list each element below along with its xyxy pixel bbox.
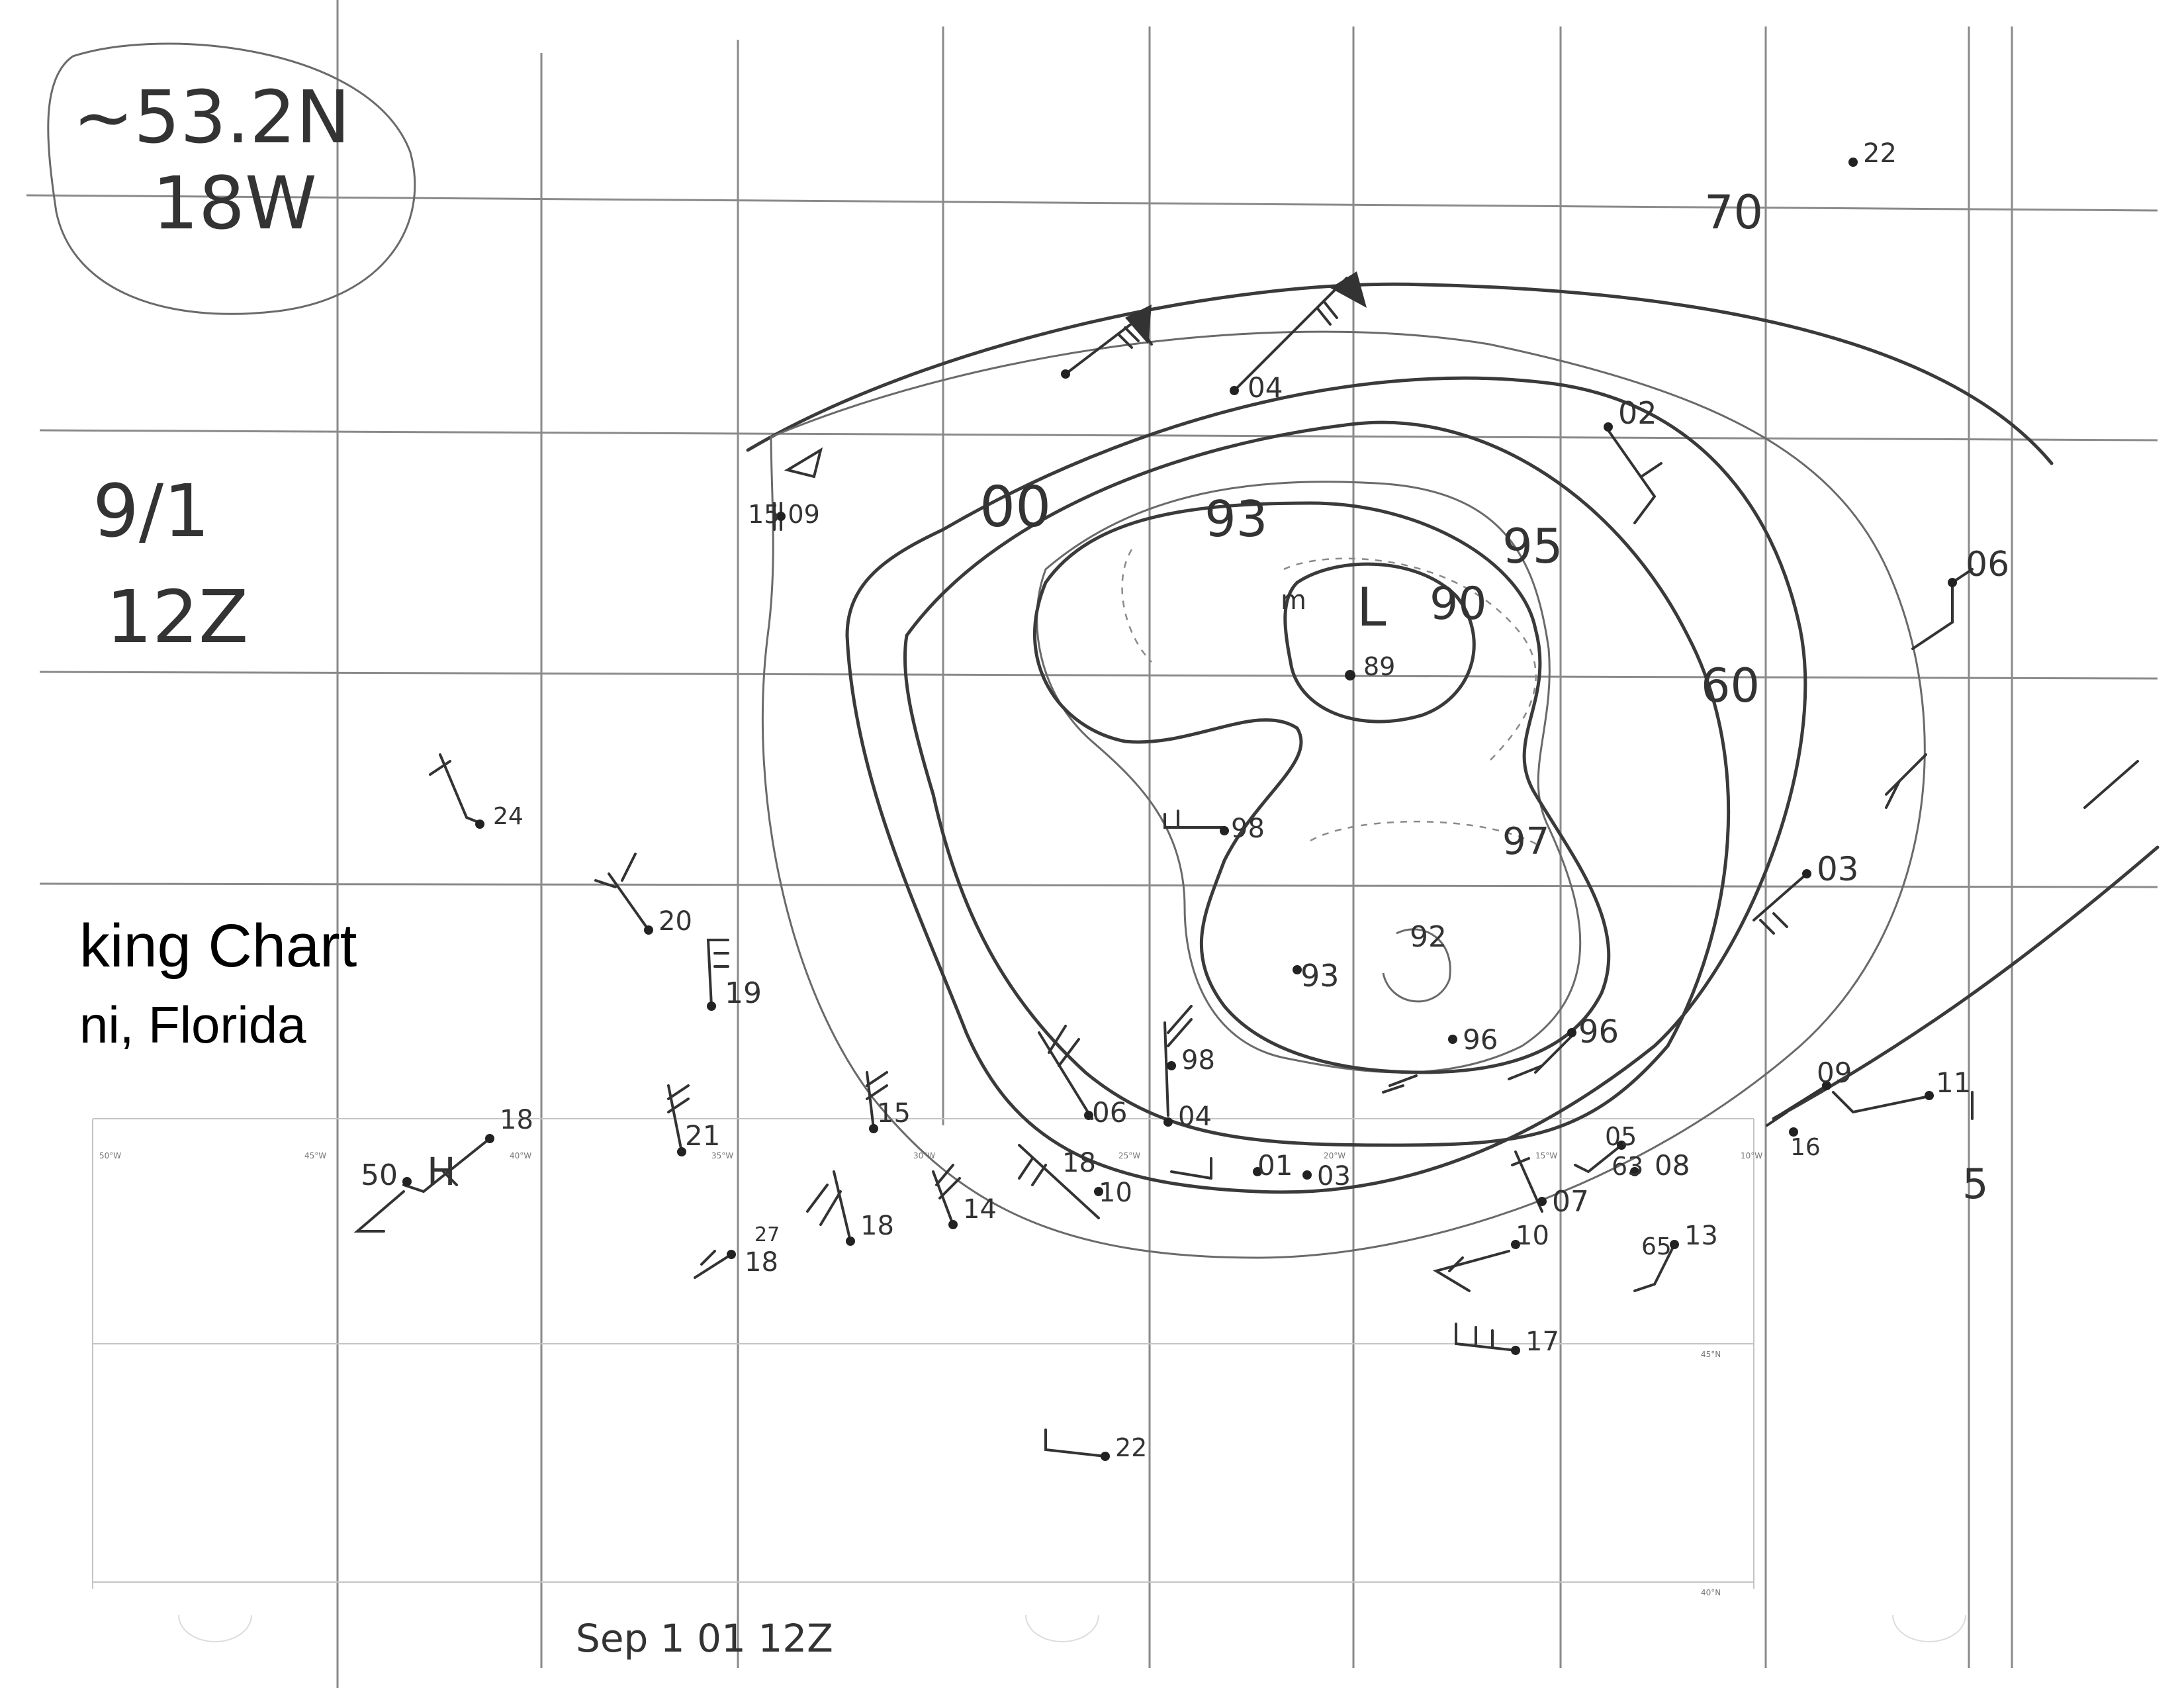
station-label: 02 xyxy=(1618,395,1657,431)
isobar-993 xyxy=(1036,481,1582,1074)
grid-label-5: 5 xyxy=(1962,1160,1988,1208)
svg-text:50°W: 50°W xyxy=(99,1151,121,1160)
station-label: 19 xyxy=(725,976,762,1010)
isobar-label-92: 92 xyxy=(1410,920,1447,954)
station-label: 22 xyxy=(1863,138,1897,169)
high-label: H xyxy=(427,1149,456,1194)
wind-barbs xyxy=(353,271,2139,1458)
station-label: 50 xyxy=(361,1158,398,1192)
isobar-1000 xyxy=(845,376,1807,1194)
station-label: 96 xyxy=(1463,1023,1498,1056)
isobar-996 xyxy=(903,420,1731,1147)
station-label: 63 xyxy=(1612,1152,1643,1181)
station-label: 21 xyxy=(685,1119,720,1152)
station-label: 10 xyxy=(1516,1221,1549,1251)
low-label: L xyxy=(1357,577,1387,638)
isobar-outer xyxy=(746,282,2054,465)
isobar-label-00: 00 xyxy=(979,475,1051,540)
lower-chart-grid xyxy=(92,1118,1754,1589)
station-label: 11 xyxy=(1936,1066,1971,1099)
station-label: 14 xyxy=(963,1194,997,1225)
barb-pennant-2 xyxy=(1330,271,1367,308)
station-label: 98 xyxy=(1181,1045,1215,1076)
isobar-label-93: 93 xyxy=(1205,490,1267,548)
grid-label-60: 60 xyxy=(1701,659,1760,713)
svg-text:45°N: 45°N xyxy=(1701,1350,1721,1359)
position-circle xyxy=(47,42,416,315)
chart-subtitle: ni, Florida xyxy=(79,996,306,1054)
binder-holes xyxy=(178,1615,1966,1642)
station-label: 01 xyxy=(1257,1149,1293,1182)
chart-title: king Chart xyxy=(79,912,357,980)
station-label: 18 xyxy=(500,1105,533,1135)
isobar-dashed-1 xyxy=(1283,557,1537,762)
station-label: 22 xyxy=(1115,1433,1147,1462)
date-line1: 9/1 xyxy=(93,469,210,553)
svg-text:45°W: 45°W xyxy=(304,1151,326,1160)
station-label: 96 xyxy=(1578,1013,1619,1051)
station-label: 15 09 xyxy=(748,500,820,529)
station-label: 15 xyxy=(877,1098,911,1129)
barb-pennant-1 xyxy=(1125,305,1152,344)
station-dots xyxy=(402,158,1957,1461)
svg-text:20°W: 20°W xyxy=(1324,1151,1345,1160)
station-label: 89 xyxy=(1363,652,1395,681)
station-label: 93 xyxy=(1300,958,1340,994)
station-label: 13 xyxy=(1684,1221,1718,1251)
station-label: 24 xyxy=(493,803,523,830)
station-labels: 22 04 02 15 09 06 89 24 98 20 03 19 93 9… xyxy=(361,138,2009,1462)
station-label: 06 xyxy=(1966,545,2009,585)
station-label: 17 xyxy=(1525,1327,1559,1357)
station-label: 16 xyxy=(1790,1134,1821,1161)
isobar-990 xyxy=(1283,562,1476,724)
svg-text:25°W: 25°W xyxy=(1118,1151,1140,1160)
station-label: 09 xyxy=(1817,1056,1852,1089)
station-label: 08 xyxy=(1655,1149,1690,1182)
station-label: 04 xyxy=(1178,1102,1212,1132)
station-label: 03 xyxy=(1817,850,1859,888)
footer-date: Sep 1 01 12Z xyxy=(576,1616,833,1661)
position-line1: ~53.2N xyxy=(73,75,350,160)
position-line2: 18W xyxy=(152,161,317,246)
station-label: 04 xyxy=(1248,371,1283,404)
svg-text:15°W: 15°W xyxy=(1535,1151,1557,1160)
svg-text:40°W: 40°W xyxy=(510,1151,531,1160)
station-label: 18 xyxy=(745,1247,778,1278)
station-label: 18 xyxy=(1062,1148,1096,1178)
isobar-label-m: m xyxy=(1281,585,1306,616)
station-label: 05 xyxy=(1605,1122,1637,1151)
printed-coordinates: 50°W 45°W 40°W 35°W 30°W 25°W 20°W 15°W … xyxy=(99,1151,1762,1597)
station-label: 07 xyxy=(1552,1185,1589,1219)
station-label: 10 xyxy=(1099,1178,1132,1208)
inner-low-circle xyxy=(1382,928,1451,1003)
date-line2: 12Z xyxy=(106,575,248,659)
station-label: 98 xyxy=(1231,814,1265,844)
isobar-1004 xyxy=(761,330,1926,1259)
svg-text:40°N: 40°N xyxy=(1701,1588,1721,1597)
svg-text:10°W: 10°W xyxy=(1741,1151,1762,1160)
station-label: 27 xyxy=(754,1223,780,1246)
isobars xyxy=(746,282,2160,1259)
isobar-label-90: 90 xyxy=(1430,578,1487,630)
station-label: 20 xyxy=(659,906,692,937)
lat-lon-grid xyxy=(26,0,2158,1688)
svg-text:35°W: 35°W xyxy=(711,1151,733,1160)
grid-label-70: 70 xyxy=(1704,185,1763,240)
station-label: 65 xyxy=(1641,1233,1672,1260)
isobar-dashed-3 xyxy=(1121,549,1152,663)
isobar-label-95: 95 xyxy=(1502,518,1563,574)
isobar-992 xyxy=(1033,501,1611,1074)
station-label: 18 xyxy=(860,1211,894,1241)
station-label: 03 xyxy=(1317,1161,1351,1192)
isobar-label-97: 97 xyxy=(1502,820,1549,863)
station-label: 06 xyxy=(1092,1096,1127,1129)
